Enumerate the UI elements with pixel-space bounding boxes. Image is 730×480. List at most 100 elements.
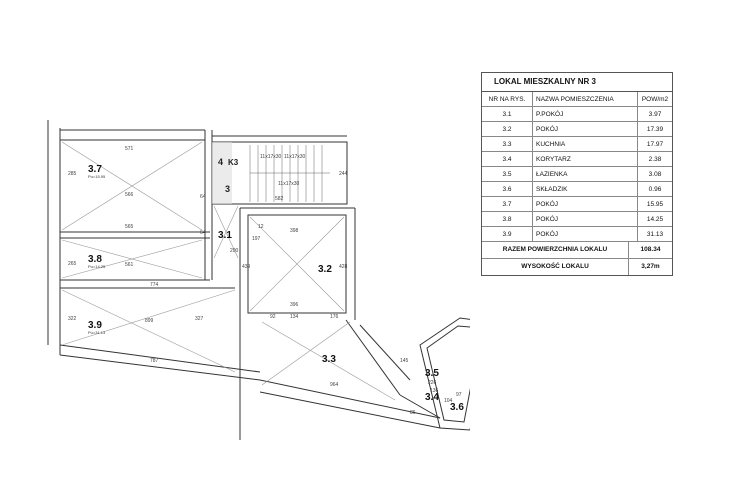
stair-step-size: 11x17x30 [260,154,282,160]
table-row: 3.1 P.POKÓJ 3.97 [482,106,672,122]
room-name: POKÓJ [532,226,638,242]
dimension-label: 265 [68,261,77,267]
dimension-label: 136 [430,388,439,394]
dimension-label: 97 [456,392,462,398]
room-name: P.POKÓJ [532,106,638,122]
room-area: 15.95 [637,196,672,212]
room-number: 3.8 [482,211,533,227]
dimension-label: 428 [339,264,348,270]
room-area: 14.25 [637,211,672,227]
schedule-title: LOKAL MIESZKALNY NR 3 [482,73,672,92]
dimension-label: 145 [400,358,409,364]
table-row: 3.3 KUCHNIA 17.97 [482,136,672,152]
table-row: 3.7 POKÓJ 15.95 [482,196,672,212]
dimension-label: 92 [270,314,276,320]
schedule-grid: NR NA RYS. NAZWA POMIESZCZENIA POW/m2 3.… [482,92,672,242]
dimension-label: 565 [125,224,134,230]
dimension-label: 571 [125,146,134,152]
room-name: ŁAZIENKA [532,166,638,182]
dimension-label: 899 [145,318,154,324]
dimension-label: 226 [428,380,437,386]
dimension-label: 197 [252,236,261,242]
dimension-label: 787 [150,358,159,364]
room-number: 3.7 [482,196,533,212]
stair-step-size: 11x17x30 [284,154,306,160]
room-area: 2.38 [637,151,672,167]
table-row: 3.4 KORYTARZ 2.38 [482,151,672,167]
header-cell-area: POW/m2 [637,92,672,107]
dimension-label: 86 [410,410,416,416]
ceiling-height-label: WYSOKOŚĆ LOKALU [482,259,629,275]
dimension-label: 200 [230,248,239,254]
dimension-label: 774 [150,282,159,288]
room-name: POKÓJ [532,211,638,227]
room-number: 3.1 [482,106,533,122]
room-label-3-7: 3.7 [88,164,102,175]
room-number: 3.2 [482,121,533,137]
room-label-3-4: 3.4 [425,392,439,403]
table-row: 3.8 POKÓJ 14.25 [482,211,672,227]
dimension-label: 566 [125,192,134,198]
dimension-label: 398 [290,228,299,234]
room-label-3-6: 3.6 [450,402,464,413]
dimension-label: 561 [125,262,134,268]
table-row: 3.6 SKŁADZIK 0.96 [482,181,672,197]
stair-step-size: 11x17x30 [278,181,300,187]
dimension-label: 285 [68,171,77,177]
dimension-label: 396 [290,302,299,308]
stair-floor-up: 4 [218,157,223,167]
total-area-row: RAZEM POWIERZCHNIA LOKALU 108.34 [482,242,672,259]
room-label-3-2: 3.2 [318,264,332,275]
stair-label: K3 [228,158,239,167]
room-label-3-1: 3.1 [218,230,232,241]
ceiling-height-value: 3,27m [641,263,660,270]
room-number: 3.3 [482,136,533,152]
dimension-label: 104 [444,398,453,404]
room-name: POKÓJ [532,196,638,212]
room-label-3-8: 3.8 [88,254,102,265]
dimension-label: 12 [258,224,264,230]
room-area-3-8: Pu=14.25 [88,264,106,269]
dimension-label: 134 [290,314,299,320]
room-number: 3.6 [482,181,533,197]
dimension-label: 176 [330,314,339,320]
room-label-3-9: 3.9 [88,320,102,331]
room-area-3-9: Pu=31.13 [88,330,106,335]
schedule-header-row: NR NA RYS. NAZWA POMIESZCZENIA POW/m2 [482,92,672,107]
dimension-label: 64 [200,230,206,236]
room-number: 3.4 [482,151,533,167]
room-name: SKŁADZIK [532,181,638,197]
room-area: 31.13 [637,226,672,242]
room-label-3-5: 3.5 [425,368,439,379]
ceiling-height-row: WYSOKOŚĆ LOKALU 3,27m [482,259,672,275]
room-name: KUCHNIA [532,136,638,152]
stair-landing [212,142,232,204]
room-area-3-7: Pu=15.95 [88,174,106,179]
dimension-label: 964 [330,382,339,388]
dimension-label: 322 [68,316,77,322]
total-area-value: 108.34 [640,246,661,253]
table-row: 3.2 POKÓJ 17.39 [482,121,672,137]
table-row: 3.5 ŁAZIENKA 3.08 [482,166,672,182]
room-label-3-3: 3.3 [322,354,336,365]
room-area: 3.08 [637,166,672,182]
room-name: POKÓJ [532,121,638,137]
room-number: 3.9 [482,226,533,242]
room-number: 3.5 [482,166,533,182]
dimension-label: 582 [275,196,284,202]
stair-floor-down: 3 [225,184,230,194]
room-area: 17.39 [637,121,672,137]
table-row: 3.9 POKÓJ 31.13 [482,226,672,242]
dimension-label: 327 [195,316,204,322]
room-area: 0.96 [637,181,672,197]
total-area-label: RAZEM POWIERZCHNIA LOKALU [482,242,629,258]
room-schedule-table: LOKAL MIESZKALNY NR 3 NR NA RYS. NAZWA P… [481,72,673,276]
floor-plan: 4 K3 3 11x17x30 11x17x30 11x17x30 3.7 3.… [47,120,470,440]
room-name: KORYTARZ [532,151,638,167]
dimension-label: 244 [339,171,348,177]
room-area: 3.97 [637,106,672,122]
header-cell-name: NAZWA POMIESZCZENIA [532,92,638,107]
room-area: 17.97 [637,136,672,152]
header-cell-number: NR NA RYS. [482,92,533,107]
dimension-label: 439 [242,264,251,270]
